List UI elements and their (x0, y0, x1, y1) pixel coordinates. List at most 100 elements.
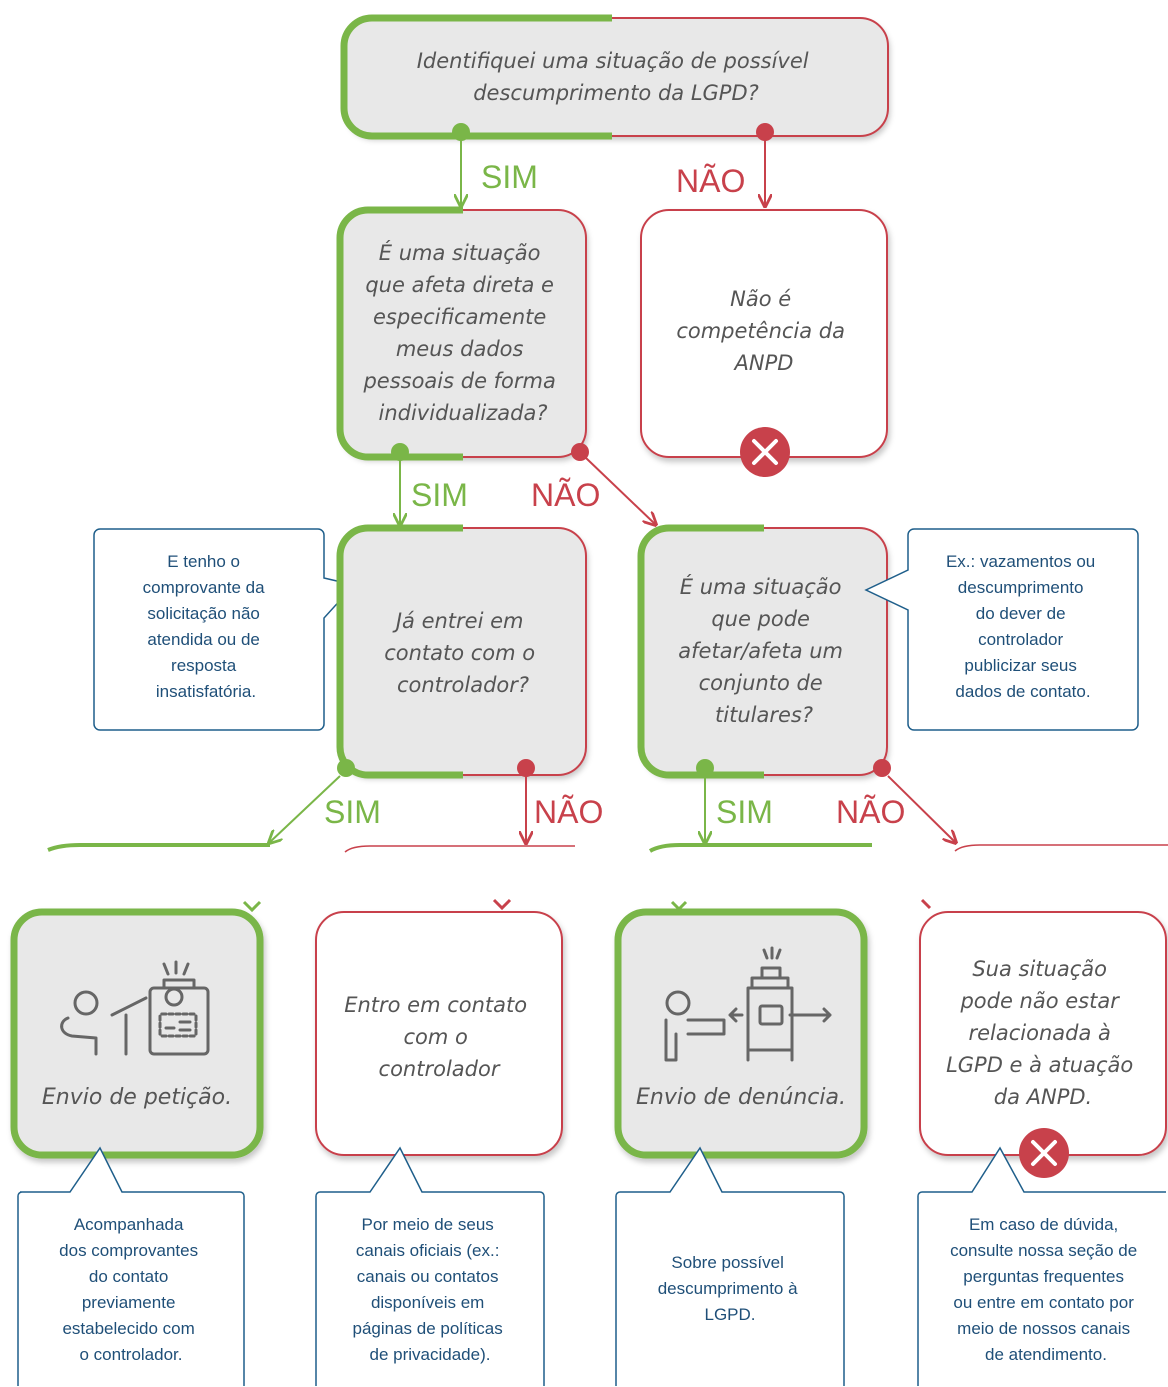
note-q3-line: resposta (171, 656, 237, 675)
not-anpd-line: ANPD (733, 351, 794, 375)
q4-line: titulares? (715, 703, 813, 727)
contato-line: com o (403, 1025, 467, 1049)
note-callout-denuncia: Sobre possível descumprimento à LGPD. (615, 1146, 845, 1386)
note-contato-line: páginas de políticas (352, 1319, 502, 1338)
q2-line: que afeta direta e (365, 273, 554, 297)
note-peticao-line: Acompanhada (74, 1215, 184, 1234)
q4-line: afetar/afeta um (678, 639, 843, 663)
note-contato-line: disponíveis em (371, 1293, 484, 1312)
close-icon (1019, 1128, 1069, 1178)
question-box-q2: É uma situação que afeta direta e especi… (336, 206, 587, 461)
nao-lgpd-line: da ANPD. (994, 1085, 1092, 1109)
q2-line: meus dados (396, 337, 524, 361)
note-peticao-line: o controlador. (79, 1345, 182, 1364)
result-box-denuncia: Envio de denúncia. (614, 908, 868, 1159)
note-q4-line: descumprimento (958, 578, 1084, 597)
note-denuncia-line: Sobre possível (671, 1253, 783, 1272)
petition-icon (60, 960, 210, 1056)
q3-line: controlador? (397, 673, 529, 697)
no-label: NÃO (836, 794, 905, 830)
no-label: NÃO (676, 163, 745, 199)
yes-arrow (270, 775, 341, 842)
question-box-q1: Identifiquei uma situação de possível de… (340, 14, 889, 140)
note-denuncia-line: LGPD. (704, 1305, 755, 1324)
note-callout-duvida: Em caso de dúvida, consulte nossa seção … (917, 1146, 1166, 1386)
note-callout-peticao: Acompanhada dos comprovantes do contato … (17, 1146, 245, 1386)
nao-lgpd-line: LGPD e à atuação (946, 1053, 1133, 1077)
note-duvida-line: meio de nossos canais (957, 1319, 1130, 1338)
svg-text:Sobre possível descumpri: Sobre possível descumprimento à LGPD. (658, 1253, 803, 1324)
svg-text:Por meio de seus canais: Por meio de seus canais oficiais (ex.: c… (352, 1215, 507, 1364)
yes-dot (696, 759, 714, 777)
peticao-label: Envio de petição. (42, 1085, 232, 1110)
nao-lgpd-line: pode não estar (959, 989, 1120, 1013)
no-dot (873, 759, 891, 777)
note-denuncia-line: descumprimento à (658, 1279, 798, 1298)
result-box-contato: Entro em contato com o controlador (315, 911, 563, 1156)
no-dot (517, 759, 535, 777)
note-peticao-line: previamente (82, 1293, 176, 1312)
note-callout-q3: E tenho o comprovante da solicitação não… (93, 528, 356, 731)
close-icon (740, 427, 790, 477)
no-label: NÃO (534, 794, 603, 830)
contato-line: Entro em contato (344, 993, 527, 1017)
note-q4-line: Ex.: vazamentos ou (946, 552, 1095, 571)
nao-lgpd-line: relacionada à (968, 1021, 1110, 1045)
svg-text:Ex.: vazamentos ou descu: Ex.: vazamentos ou descumprimento do dev… (946, 552, 1100, 701)
note-duvida-line: perguntas frequentes (963, 1267, 1124, 1286)
q2-line: especificamente (373, 305, 546, 329)
note-q4-line: publicizar seus (964, 656, 1076, 675)
note-contato-line: de privacidade). (370, 1345, 491, 1364)
no-dot (756, 123, 774, 141)
cropped-box-tops (47, 843, 1168, 853)
svg-text:E tenho o comprovante da: E tenho o comprovante da solicitação não… (143, 552, 270, 701)
svg-text:Identifiquei uma situação de p: Identifiquei uma situação de possível de… (417, 49, 816, 105)
yes-dot (452, 123, 470, 141)
note-callout-contato: Por meio de seus canais oficiais (ex.: c… (315, 1146, 545, 1386)
note-callout-q4: Ex.: vazamentos ou descumprimento do dev… (864, 528, 1139, 731)
svg-text:É uma situação que afeta: É uma situação que afeta direta e especi… (362, 240, 562, 425)
q1-line: descumprimento da LGPD? (473, 81, 759, 105)
arrow-tip (492, 898, 512, 911)
arrow-tip (242, 900, 262, 913)
q3-line: contato com o (384, 641, 535, 665)
note-duvida-line: Em caso de dúvida, (969, 1215, 1118, 1234)
no-arrow (887, 775, 955, 842)
svg-text:Em caso de dúvida, consu: Em caso de dúvida, consulte nossa seção … (950, 1215, 1142, 1364)
svg-text:Não é competência da: Não é competência da ANPD (676, 287, 851, 375)
note-q4-line: dados de contato. (955, 682, 1090, 701)
yes-label: SIM (481, 159, 538, 195)
no-dot (571, 443, 589, 461)
no-arrow (585, 457, 655, 524)
result-box-nao-lgpd: Sua situação pode não estar relacionada … (919, 911, 1167, 1178)
note-duvida-line: de atendimento. (985, 1345, 1107, 1364)
yes-dot (337, 759, 355, 777)
not-anpd-line: Não é (730, 287, 791, 311)
note-peticao-line: do contato (89, 1267, 168, 1286)
complaint-icon (664, 946, 832, 1062)
note-duvida-line: ou entre em contato por (953, 1293, 1134, 1312)
q1-line: Identifiquei uma situação de possível (417, 49, 809, 73)
note-q4-line: do dever de (976, 604, 1066, 623)
q2-line: pessoais de forma (362, 369, 555, 393)
no-label: NÃO (531, 477, 600, 513)
q4-line: que pode (711, 607, 810, 631)
note-duvida-line: consulte nossa seção de (950, 1241, 1137, 1260)
svg-text:Entro em contato com o: Entro em contato com o controlador (344, 993, 534, 1081)
result-box-not-anpd: Não é competência da ANPD (640, 209, 888, 477)
q2-line: individualizada? (379, 401, 548, 425)
question-box-q3: Já entrei em contato com o controlador? (336, 524, 587, 779)
note-peticao-line: dos comprovantes (59, 1241, 198, 1260)
arrow-tip (920, 898, 932, 910)
svg-text:Sua situação pode não es: Sua situação pode não estar relacionada … (946, 957, 1140, 1109)
note-peticao-line: estabelecido com (62, 1319, 194, 1338)
q3-line: Já entrei em (392, 609, 524, 633)
yes-label: SIM (411, 477, 468, 513)
note-q3-line: insatisfatória. (156, 682, 256, 701)
q2-line: É uma situação (379, 240, 541, 265)
not-anpd-line: competência da (676, 319, 845, 343)
contato-line: controlador (379, 1057, 501, 1081)
note-q3-line: E tenho o (167, 552, 240, 571)
note-q4-line: controlador (978, 630, 1063, 649)
